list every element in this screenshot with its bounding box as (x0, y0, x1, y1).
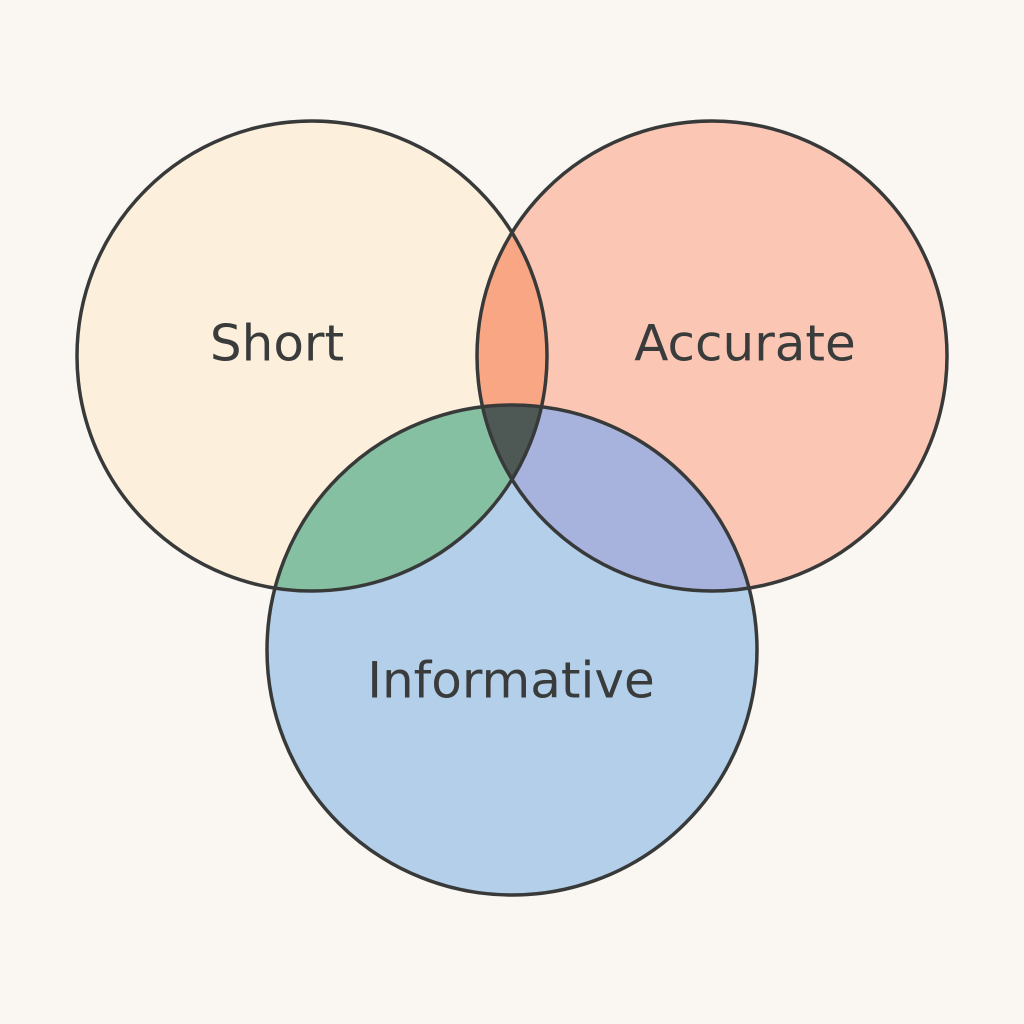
informative-label: Informative (367, 652, 655, 710)
short-informative-overlap (267, 405, 547, 591)
informative-circle-outline (265, 403, 759, 897)
short-label: Short (210, 315, 344, 373)
short-circle-outline (75, 119, 549, 593)
accurate-circle-outline (475, 119, 949, 593)
accurate-informative-overlap (477, 405, 757, 591)
accurate-label: Accurate (634, 315, 856, 373)
